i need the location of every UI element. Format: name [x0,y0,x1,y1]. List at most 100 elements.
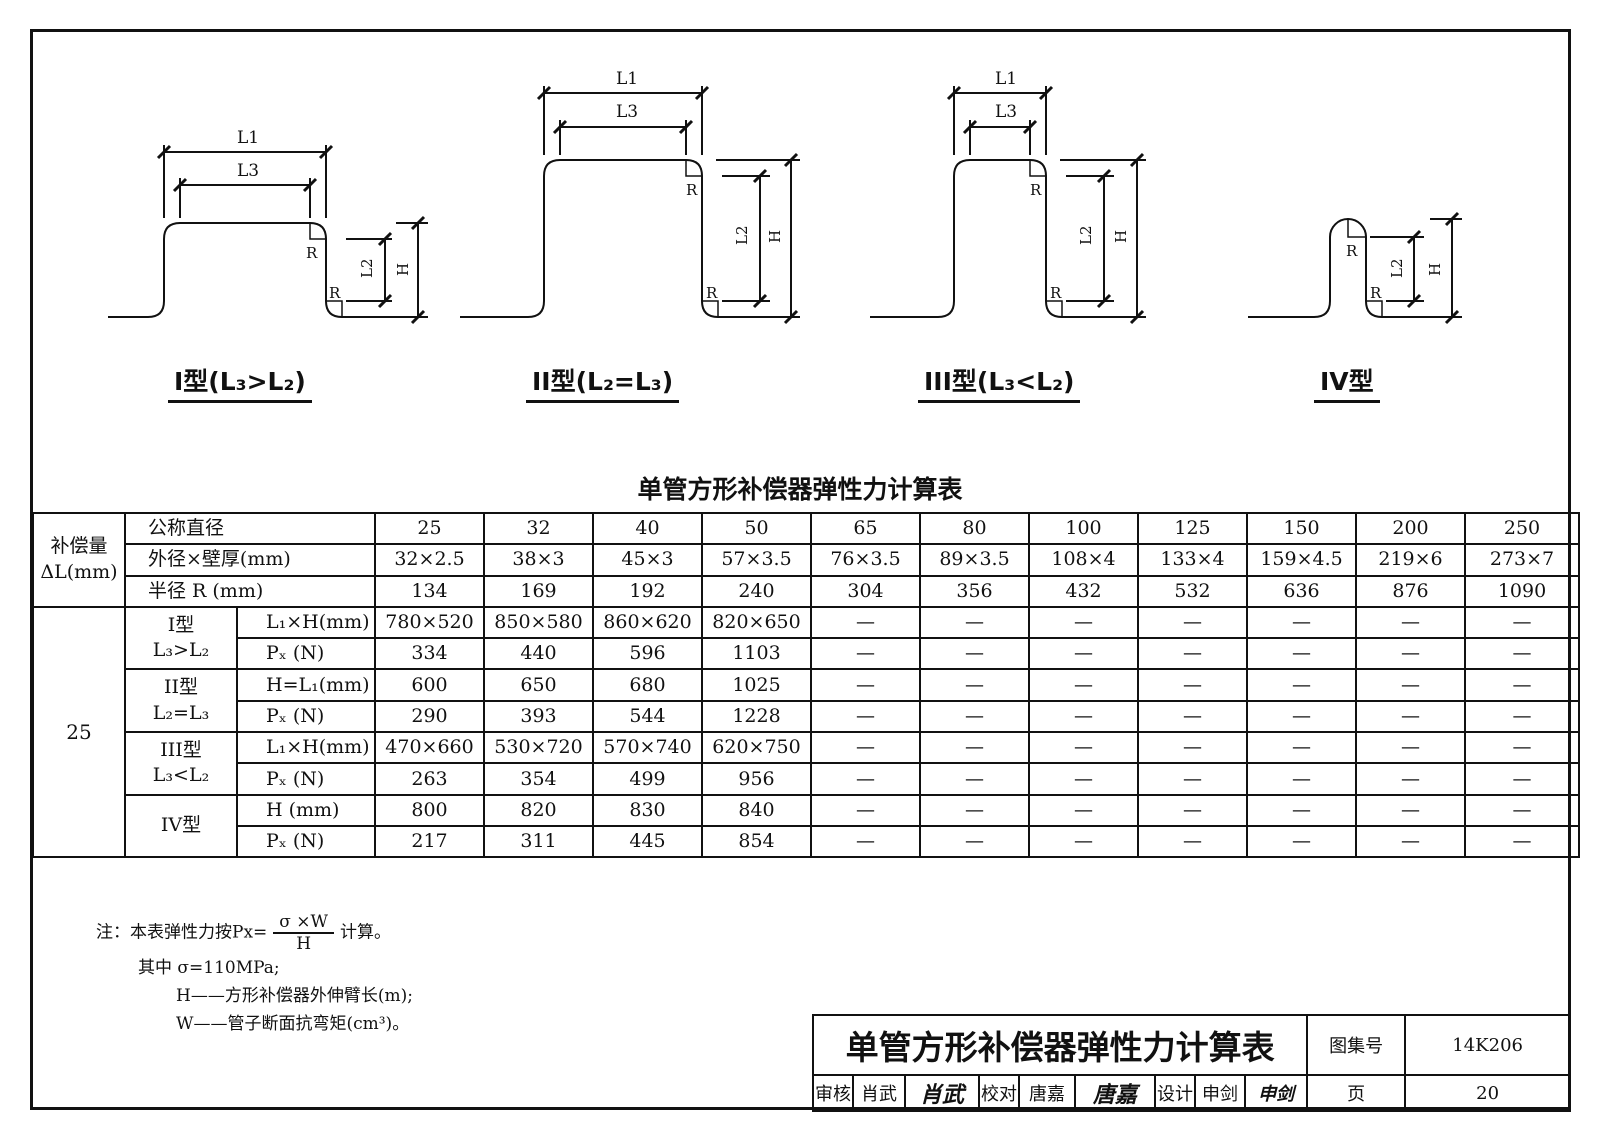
param-label: Pₓ (N) [235,637,377,671]
label-l2: L2 [1077,225,1095,245]
param-label: Pₓ (N) [235,762,377,796]
value-cell: — [1246,762,1358,796]
header-cell: 80 [919,511,1031,546]
type-condition: L₃>L₂ [152,639,210,662]
value-cell: 860×620 [592,605,704,640]
value-cell: — [810,731,922,765]
value-cell: 600 [374,668,486,702]
type-condition: L₂=L₃ [152,701,210,724]
header-cell: 125 [1137,511,1249,546]
header-cell: 100 [1028,511,1140,546]
value-cell: — [1464,824,1581,859]
value-cell: 217 [374,824,486,859]
value-cell: — [1246,699,1358,734]
label-h: H [1426,263,1444,276]
value-cell: 820×650 [701,605,813,640]
note-lead: 注：本表弹性力按Px= [96,922,268,943]
value-cell: — [1355,699,1467,734]
value-cell: — [1028,762,1140,796]
header-cell: 200 [1355,511,1467,546]
review-label: 审核 [812,1074,854,1112]
value-cell: 544 [592,699,704,734]
formula-denominator: H [296,934,312,954]
label-r: R [1050,284,1062,302]
label-h: H [766,230,784,243]
value-cell: 1025 [701,668,813,702]
label-r: R [706,284,718,302]
header-cell: 240 [701,574,813,608]
check-label: 校对 [978,1074,1020,1112]
header-cell: 76×3.5 [810,543,922,577]
value-cell: 290 [374,699,486,734]
header-cell: 876 [1355,574,1467,608]
header-cell: 25 [374,511,486,546]
header-cell: 356 [919,574,1031,608]
header-cell: 89×3.5 [919,543,1031,577]
value-cell: — [810,637,922,671]
value-cell: — [1137,824,1249,859]
param-label: H (mm) [235,793,377,827]
caption-type-2: II型(L₂=L₃) [526,362,680,403]
value-cell: 570×740 [592,731,704,765]
header-label: 半径 R (mm) [123,574,377,608]
header-cell: 57×3.5 [701,543,813,577]
value-cell: 470×660 [374,731,486,765]
value-cell: 650 [483,668,595,702]
value-cell: — [1246,668,1358,702]
header-cell: 45×3 [592,543,704,577]
value-cell: 854 [701,824,813,859]
value-cell: — [1355,762,1467,796]
label-l2: L2 [733,225,751,245]
value-cell: — [1028,731,1140,765]
param-label: H=L₁(mm) [235,668,377,702]
label-r: R [1370,284,1382,302]
value-cell: 499 [592,762,704,796]
type-name: IV型 [160,814,202,837]
header-cell: 219×6 [1355,543,1467,577]
header-cell: 532 [1137,574,1249,608]
value-cell: 850×580 [483,605,595,640]
value-cell: — [810,793,922,827]
review-name: 肖武 [852,1074,906,1112]
value-cell: — [919,762,1031,796]
value-cell: 334 [374,637,486,671]
value-cell: — [1355,668,1467,702]
value-cell: — [1355,824,1467,859]
value-cell: 1228 [701,699,813,734]
value-cell: — [1137,668,1249,702]
check-name: 唐嘉 [1018,1074,1076,1112]
type-name: II型 [163,676,198,699]
caption-type-3: III型(L₃<L₂) [918,362,1081,403]
value-cell: — [810,605,922,640]
param-label: L₁×H(mm) [235,731,377,765]
header-cell: 304 [810,574,922,608]
value-cell: 393 [483,699,595,734]
value-cell: 445 [592,824,704,859]
value-cell: 620×750 [701,731,813,765]
value-cell: — [1246,605,1358,640]
diagram-type-3: L1 L3 R R L2 H [870,69,1146,325]
header-cell: 1090 [1464,574,1581,608]
diagram-type-4: R R L2 H [1248,211,1462,325]
label-r: R [1346,242,1358,260]
label-h: H [1112,230,1130,243]
compensation-value: 25 [32,605,126,859]
label-r: R [329,284,341,302]
value-cell: 440 [483,637,595,671]
value-cell: — [1028,824,1140,859]
value-cell: 354 [483,762,595,796]
value-cell: — [1137,793,1249,827]
value-cell: — [919,605,1031,640]
label-l2: L2 [1388,258,1406,278]
value-cell: — [919,731,1031,765]
label-l2: L2 [358,258,376,278]
value-cell: — [1355,793,1467,827]
value-cell: — [1028,668,1140,702]
formula-numerator: σ ×W [273,912,335,934]
label-l1: L1 [237,128,259,148]
